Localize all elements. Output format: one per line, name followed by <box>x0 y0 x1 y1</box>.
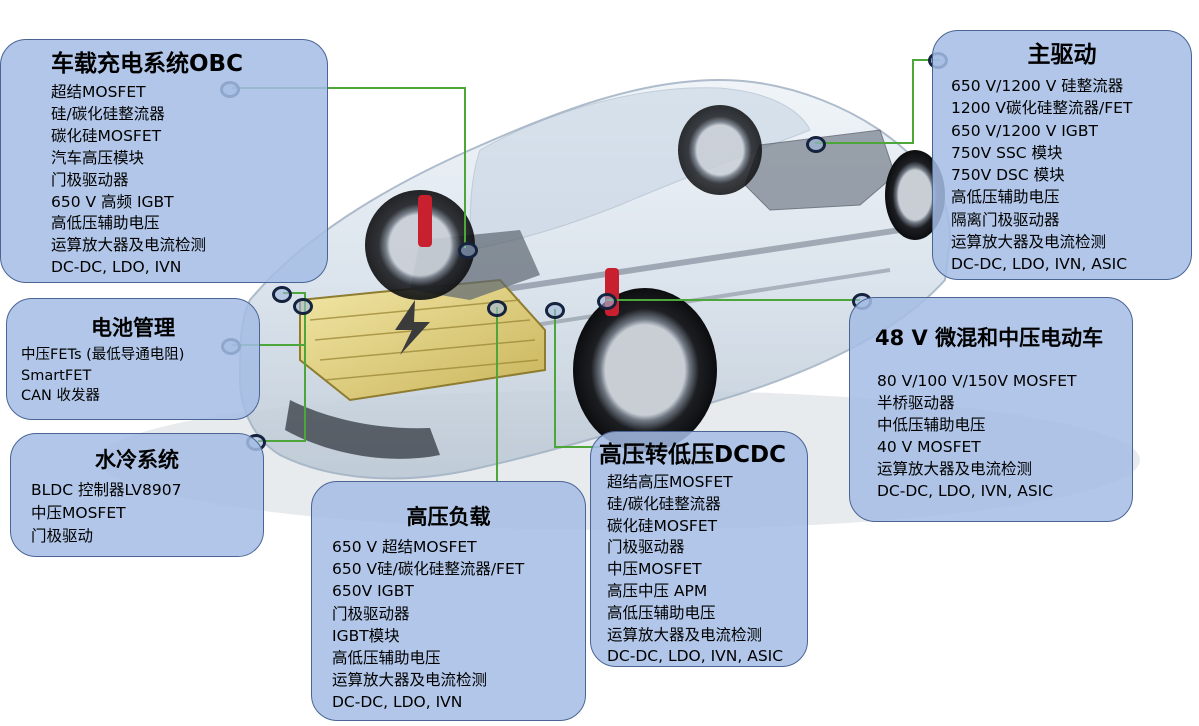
dcdc-box: 高压转低压DCDC 超结高压MOSFET 硅/碳化硅整流器 碳化硅MOSFET … <box>590 431 808 667</box>
list-item: 门极驱动器 <box>607 538 685 557</box>
cooling-title: 水冷系统 <box>95 448 179 472</box>
list-item: SmartFET <box>21 367 92 384</box>
front-grille <box>285 400 440 459</box>
list-item: 汽车高压模块 <box>51 148 145 167</box>
list-item: 碳化硅MOSFET <box>51 126 162 145</box>
node-hv-load <box>487 300 507 317</box>
cooling-box: 水冷系统 BLDC 控制器LV8907 中压MOSFET 门极驱动 <box>10 433 264 557</box>
front-right-wheel <box>573 288 717 452</box>
list-item: BLDC 控制器LV8907 <box>31 481 182 499</box>
list-item: 高压中压 APM <box>607 581 708 600</box>
list-item: 650 V硅/碳化硅整流器/FET <box>332 560 525 579</box>
hv-load-title: 高压负载 <box>406 505 491 529</box>
list-item: IGBT模块 <box>332 626 400 645</box>
list-item: 高低压辅助电压 <box>951 188 1060 207</box>
list-item: 运算放大器及电流检测 <box>877 460 1033 478</box>
list-item: 高低压辅助电压 <box>332 649 441 668</box>
list-item: 超结高压MOSFET <box>607 473 733 491</box>
node-battery-a <box>272 286 292 303</box>
front-shock <box>418 195 432 247</box>
list-item: 运算放大器及电流检测 <box>607 625 763 644</box>
mhev-box: 48 V 微混和中压电动车 80 V/100 V/150V MOSFET 半桥驱… <box>849 297 1133 522</box>
cooling-list: BLDC 控制器LV8907 中压MOSFET 门极驱动 <box>31 479 263 548</box>
list-item: 超结MOSFET <box>51 83 146 101</box>
list-item: DC-DC, LDO, IVN <box>51 258 182 277</box>
list-item: 1200 V碳化硅整流器/FET <box>951 99 1133 118</box>
list-item: 中压FETs (最低导通电阻) <box>21 347 185 363</box>
list-item: 门极驱动 <box>31 527 94 545</box>
list-item: DC-DC, LDO, IVN <box>332 693 463 712</box>
node-battery-b <box>293 298 313 315</box>
list-item: 运算放大器及电流检测 <box>332 671 488 690</box>
list-item: 中压MOSFET <box>31 504 126 522</box>
hv-load-box: 高压负载 650 V 超结MOSFET 650 V硅/碳化硅整流器/FET 65… <box>311 481 586 721</box>
list-item: 650 V/1200 V IGBT <box>951 121 1098 140</box>
battery-bolt-icon <box>395 300 430 355</box>
obc-list: 超结MOSFET 硅/碳化硅整流器 碳化硅MOSFET 汽车高压模块 门极驱动器… <box>51 82 327 279</box>
list-item: 硅/碳化硅整流器 <box>607 494 721 513</box>
battery-title: 电池管理 <box>91 316 175 340</box>
main-drive-title: 主驱动 <box>1027 42 1097 68</box>
node-mhev-start <box>597 293 617 310</box>
connector-dcdc <box>554 309 600 448</box>
obc-title: 车载充电系统OBC <box>51 51 243 77</box>
list-item: 650 V/1200 V 硅整流器 <box>951 77 1124 95</box>
mhev-title: 48 V 微混和中压电动车 <box>875 326 1104 350</box>
dcdc-title: 高压转低压DCDC <box>599 442 786 468</box>
battery-list: 中压FETs (最低导通电阻) SmartFET CAN 收发器 <box>21 345 259 407</box>
obc-box: 车载充电系统OBC 超结MOSFET 硅/碳化硅整流器 碳化硅MOSFET 汽车… <box>0 39 328 283</box>
list-item: DC-DC, LDO, IVN, ASIC <box>877 482 1054 500</box>
list-item: 中压MOSFET <box>607 560 702 579</box>
connector-main-drive <box>815 59 940 144</box>
rear-right-wheel <box>885 150 945 240</box>
connector-cooling <box>258 305 306 442</box>
list-item: 隔离门极驱动器 <box>951 210 1060 229</box>
list-item: 碳化硅MOSFET <box>607 516 718 535</box>
list-item: 运算放大器及电流检测 <box>51 236 207 255</box>
hv-load-list: 650 V 超结MOSFET 650 V硅/碳化硅整流器/FET 650V IG… <box>332 536 585 714</box>
dcdc-list: 超结高压MOSFET 硅/碳化硅整流器 碳化硅MOSFET 门极驱动器 中压MO… <box>607 472 807 668</box>
list-item: CAN 收发器 <box>21 388 100 404</box>
battery-box: 电池管理 中压FETs (最低导通电阻) SmartFET CAN 收发器 <box>6 298 260 420</box>
rear-left-wheel <box>678 105 762 195</box>
list-item: DC-DC, LDO, IVN, ASIC <box>607 647 784 666</box>
list-item: 750V SSC 模块 <box>951 143 1063 162</box>
list-item: 650 V 高频 IGBT <box>51 192 174 211</box>
list-item: 硅/碳化硅整流器 <box>51 104 165 123</box>
list-item: 门极驱动器 <box>51 170 129 189</box>
list-item: 650 V 超结MOSFET <box>332 538 477 556</box>
mhev-list: 80 V/100 V/150V MOSFET 半桥驱动器 中低压辅助电压 40 … <box>877 370 1132 502</box>
list-item: 运算放大器及电流检测 <box>951 233 1107 252</box>
list-item: 半桥驱动器 <box>877 394 955 412</box>
main-drive-box: 主驱动 650 V/1200 V 硅整流器 1200 V碳化硅整流器/FET 6… <box>932 30 1192 280</box>
node-main-drive-end <box>806 136 826 153</box>
node-dcdc <box>545 302 565 319</box>
list-item: 650V IGBT <box>332 582 414 601</box>
list-item: 门极驱动器 <box>332 604 410 623</box>
list-item: 750V DSC 模块 <box>951 166 1065 185</box>
node-obc-end <box>458 242 478 259</box>
list-item: 高低压辅助电压 <box>51 214 160 233</box>
list-item: 40 V MOSFET <box>877 438 981 456</box>
list-item: DC-DC, LDO, IVN, ASIC <box>951 255 1128 274</box>
list-item: 80 V/100 V/150V MOSFET <box>877 372 1077 390</box>
list-item: 中低压辅助电压 <box>877 416 986 434</box>
main-drive-list: 650 V/1200 V 硅整流器 1200 V碳化硅整流器/FET 650 V… <box>951 75 1191 276</box>
list-item: 高低压辅助电压 <box>607 603 716 622</box>
